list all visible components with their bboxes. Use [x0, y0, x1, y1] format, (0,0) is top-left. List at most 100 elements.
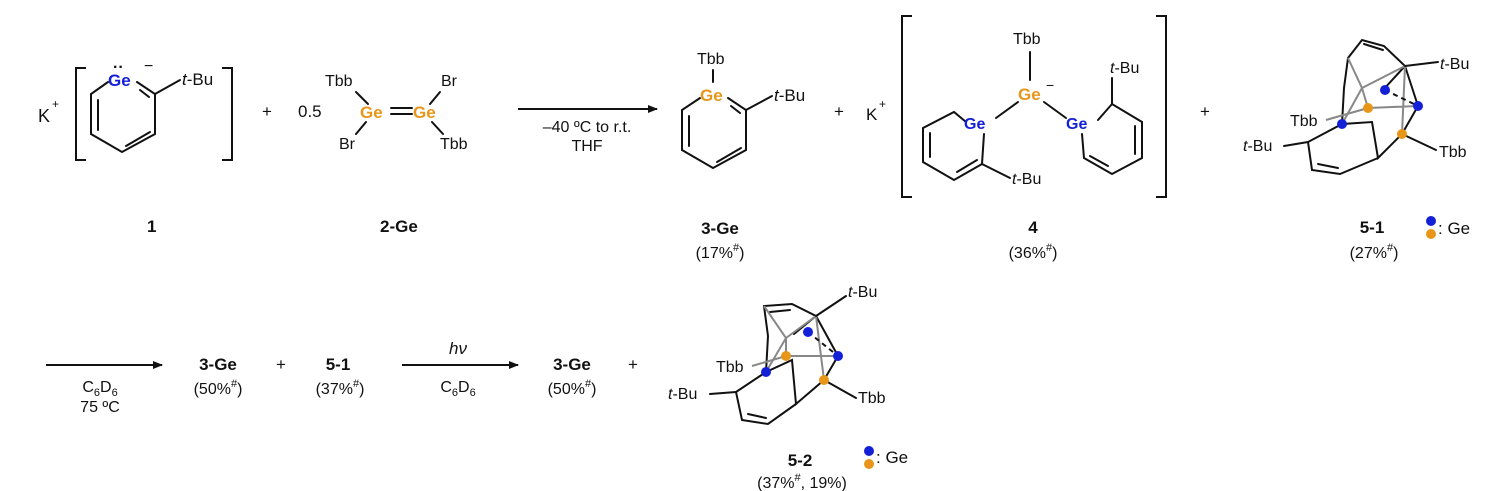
legend-ge-orange-dot	[864, 459, 874, 469]
tbb-bond	[823, 379, 857, 399]
germanium-atom: Ge	[108, 71, 131, 90]
cage-bonds	[1340, 38, 1420, 161]
ge-atom-blue	[1380, 85, 1390, 95]
tbb-bond	[1401, 133, 1437, 151]
tbu-bond	[709, 391, 737, 395]
product-3ge-label: 3-Ge	[199, 355, 237, 374]
arrow-3-light: hν	[449, 339, 467, 358]
compound-3ge-yield: (17%#)	[696, 242, 745, 262]
ring-inner-bond	[125, 131, 151, 147]
ge-atom-blue	[803, 327, 813, 337]
ge-atom-blue	[1413, 101, 1423, 111]
compound-5-1-structure: t-Bu Tbb Tbb t-Bu 5-1 (27%#) : Ge	[1243, 38, 1470, 262]
potassium-charge: +	[52, 97, 59, 111]
compound-4-label: 4	[1028, 218, 1038, 237]
product-3ge-yield: (50%#)	[548, 378, 597, 398]
germanium-atom: Ge	[413, 103, 436, 122]
arrow-2-solvent: C6D6	[82, 379, 117, 399]
left-bracket	[901, 15, 912, 198]
br-label: Br	[441, 73, 458, 90]
potassium-label: K	[38, 106, 50, 126]
compound-1-structure: K + Ge ·· − t-Bu 1	[38, 58, 233, 236]
ge-atom-blue	[1337, 119, 1347, 129]
compound-2ge-label: 2-Ge	[380, 217, 418, 236]
legend-ge-orange-dot	[1426, 229, 1436, 239]
br-label: Br	[339, 136, 356, 153]
product-5-1-yield: (37%#)	[316, 378, 365, 398]
bond	[431, 121, 444, 135]
tbb-label: Tbb	[325, 73, 353, 90]
compound-3ge-structure: Tbb Ge t-Bu 3-Ge (17%#)	[681, 51, 805, 262]
product-5-1-label: 5-1	[326, 355, 351, 374]
tbu-label: t-Bu	[1440, 56, 1469, 73]
anion-charge: −	[144, 58, 153, 75]
compound-3ge-label: 3-Ge	[701, 219, 739, 238]
anion-charge: −	[1046, 77, 1054, 93]
right-bracket	[1156, 15, 1167, 198]
ring-inner-bond	[716, 147, 742, 163]
dashed-bond	[1384, 89, 1419, 107]
ring-bonds	[90, 81, 156, 154]
ge-atom-orange	[1363, 103, 1373, 113]
germanium-atom: Ge	[360, 103, 383, 122]
dashed-bond	[807, 331, 839, 357]
compound-5-2-structure: t-Bu Tbb Tbb t-Bu 5-2 (37%#, 19%) : Ge	[668, 284, 908, 491]
compound-4-yield: (36%#)	[1009, 242, 1058, 262]
product-3ge-label: 3-Ge	[553, 355, 591, 374]
tbb-label: Tbb	[716, 359, 744, 376]
bond	[355, 91, 369, 105]
tbb-label: Tbb	[1290, 113, 1318, 130]
germanium-atom: Ge	[964, 116, 985, 133]
cage-bonds	[734, 371, 797, 426]
arrow-1-condition-temp: –40 ºC to r.t.	[543, 119, 632, 136]
bond	[429, 91, 441, 105]
tbu-bond	[1283, 141, 1309, 147]
potassium-charge: +	[879, 97, 886, 111]
tbu-label: t-Bu	[1243, 138, 1272, 155]
tbu-bond	[154, 79, 181, 95]
plus-sign: +	[628, 355, 638, 374]
ring-inner-bond	[1089, 155, 1109, 167]
compound-5-2-yield: (37%#, 19%)	[757, 472, 847, 491]
tbu-label: t-Bu	[182, 70, 213, 89]
germanium-atom: Ge	[1018, 85, 1041, 104]
cage-inner-bond	[1317, 163, 1339, 169]
plus-sign: +	[276, 355, 286, 374]
cage-bonds	[1306, 123, 1379, 176]
legend-ge-label: : Ge	[1438, 219, 1470, 238]
tbu-label: t-Bu	[774, 86, 805, 105]
legend-ge-blue-dot	[864, 446, 874, 456]
compound-2ge-structure: Tbb Br Ge Ge Br Tbb 2-Ge	[325, 73, 468, 236]
reaction-arrow-3: hν C6D6	[402, 339, 519, 399]
tbu-label: t-Bu	[1110, 60, 1139, 77]
bond	[355, 121, 367, 135]
cage-inner-bond	[1363, 43, 1384, 51]
cage-bonds	[762, 302, 840, 407]
tbu-bond	[815, 295, 847, 317]
left-bracket	[75, 67, 86, 161]
ring-inner-bond	[139, 89, 150, 98]
reaction-arrow-1: –40 ºC to r.t. THF	[518, 105, 658, 155]
reaction-arrow-2: C6D6 75 ºC	[46, 361, 163, 416]
tbb-bond	[1325, 107, 1369, 121]
ring-inner-bond	[730, 105, 741, 114]
cage-inner-bond	[769, 309, 791, 313]
potassium-label: K	[866, 105, 878, 124]
compound-5-1-yield: (27%#)	[1350, 242, 1399, 262]
tbb-label: Tbb	[1439, 144, 1467, 161]
tbu-label: t-Bu	[668, 386, 697, 403]
right-bracket	[222, 67, 233, 161]
bond	[995, 101, 1019, 119]
arrow-2-temperature: 75 ºC	[80, 399, 120, 416]
ge-atom-orange	[781, 351, 791, 361]
ge-ge-double-bond	[390, 107, 413, 115]
tbb-label: Tbb	[1013, 31, 1041, 48]
cage-gray-bonds	[1341, 57, 1419, 135]
arrow-1-condition-solvent: THF	[571, 138, 602, 155]
tbu-bond	[1404, 61, 1439, 67]
tbu-label: t-Bu	[1012, 171, 1041, 188]
ring-bonds	[1081, 102, 1143, 176]
tbu-bond	[745, 95, 773, 111]
cage-inner-bond	[747, 413, 767, 419]
